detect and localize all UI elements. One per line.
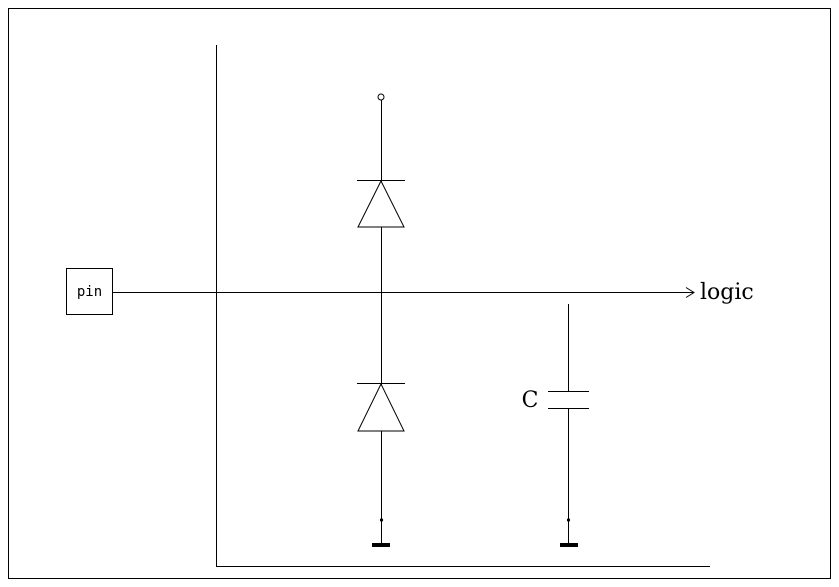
logic-label: logic xyxy=(700,280,754,305)
pin-block: pin xyxy=(66,268,113,315)
lower-diode xyxy=(357,382,405,432)
pin-box xyxy=(66,268,113,315)
capacitor-ground xyxy=(560,518,578,547)
capacitor xyxy=(548,304,589,520)
capacitor-label: C xyxy=(522,388,539,413)
supply-terminal-icon xyxy=(377,93,385,101)
pin-label: pin xyxy=(77,284,102,300)
chip-boundary xyxy=(216,45,710,567)
diode-ground xyxy=(372,518,390,547)
signal-line xyxy=(112,287,695,298)
diagram-frame xyxy=(8,8,831,579)
upper-diode-triangle-icon xyxy=(357,179,405,228)
arrow-head-icon xyxy=(685,287,695,298)
lower-diode-triangle-icon xyxy=(357,382,405,432)
upper-diode xyxy=(357,179,405,228)
